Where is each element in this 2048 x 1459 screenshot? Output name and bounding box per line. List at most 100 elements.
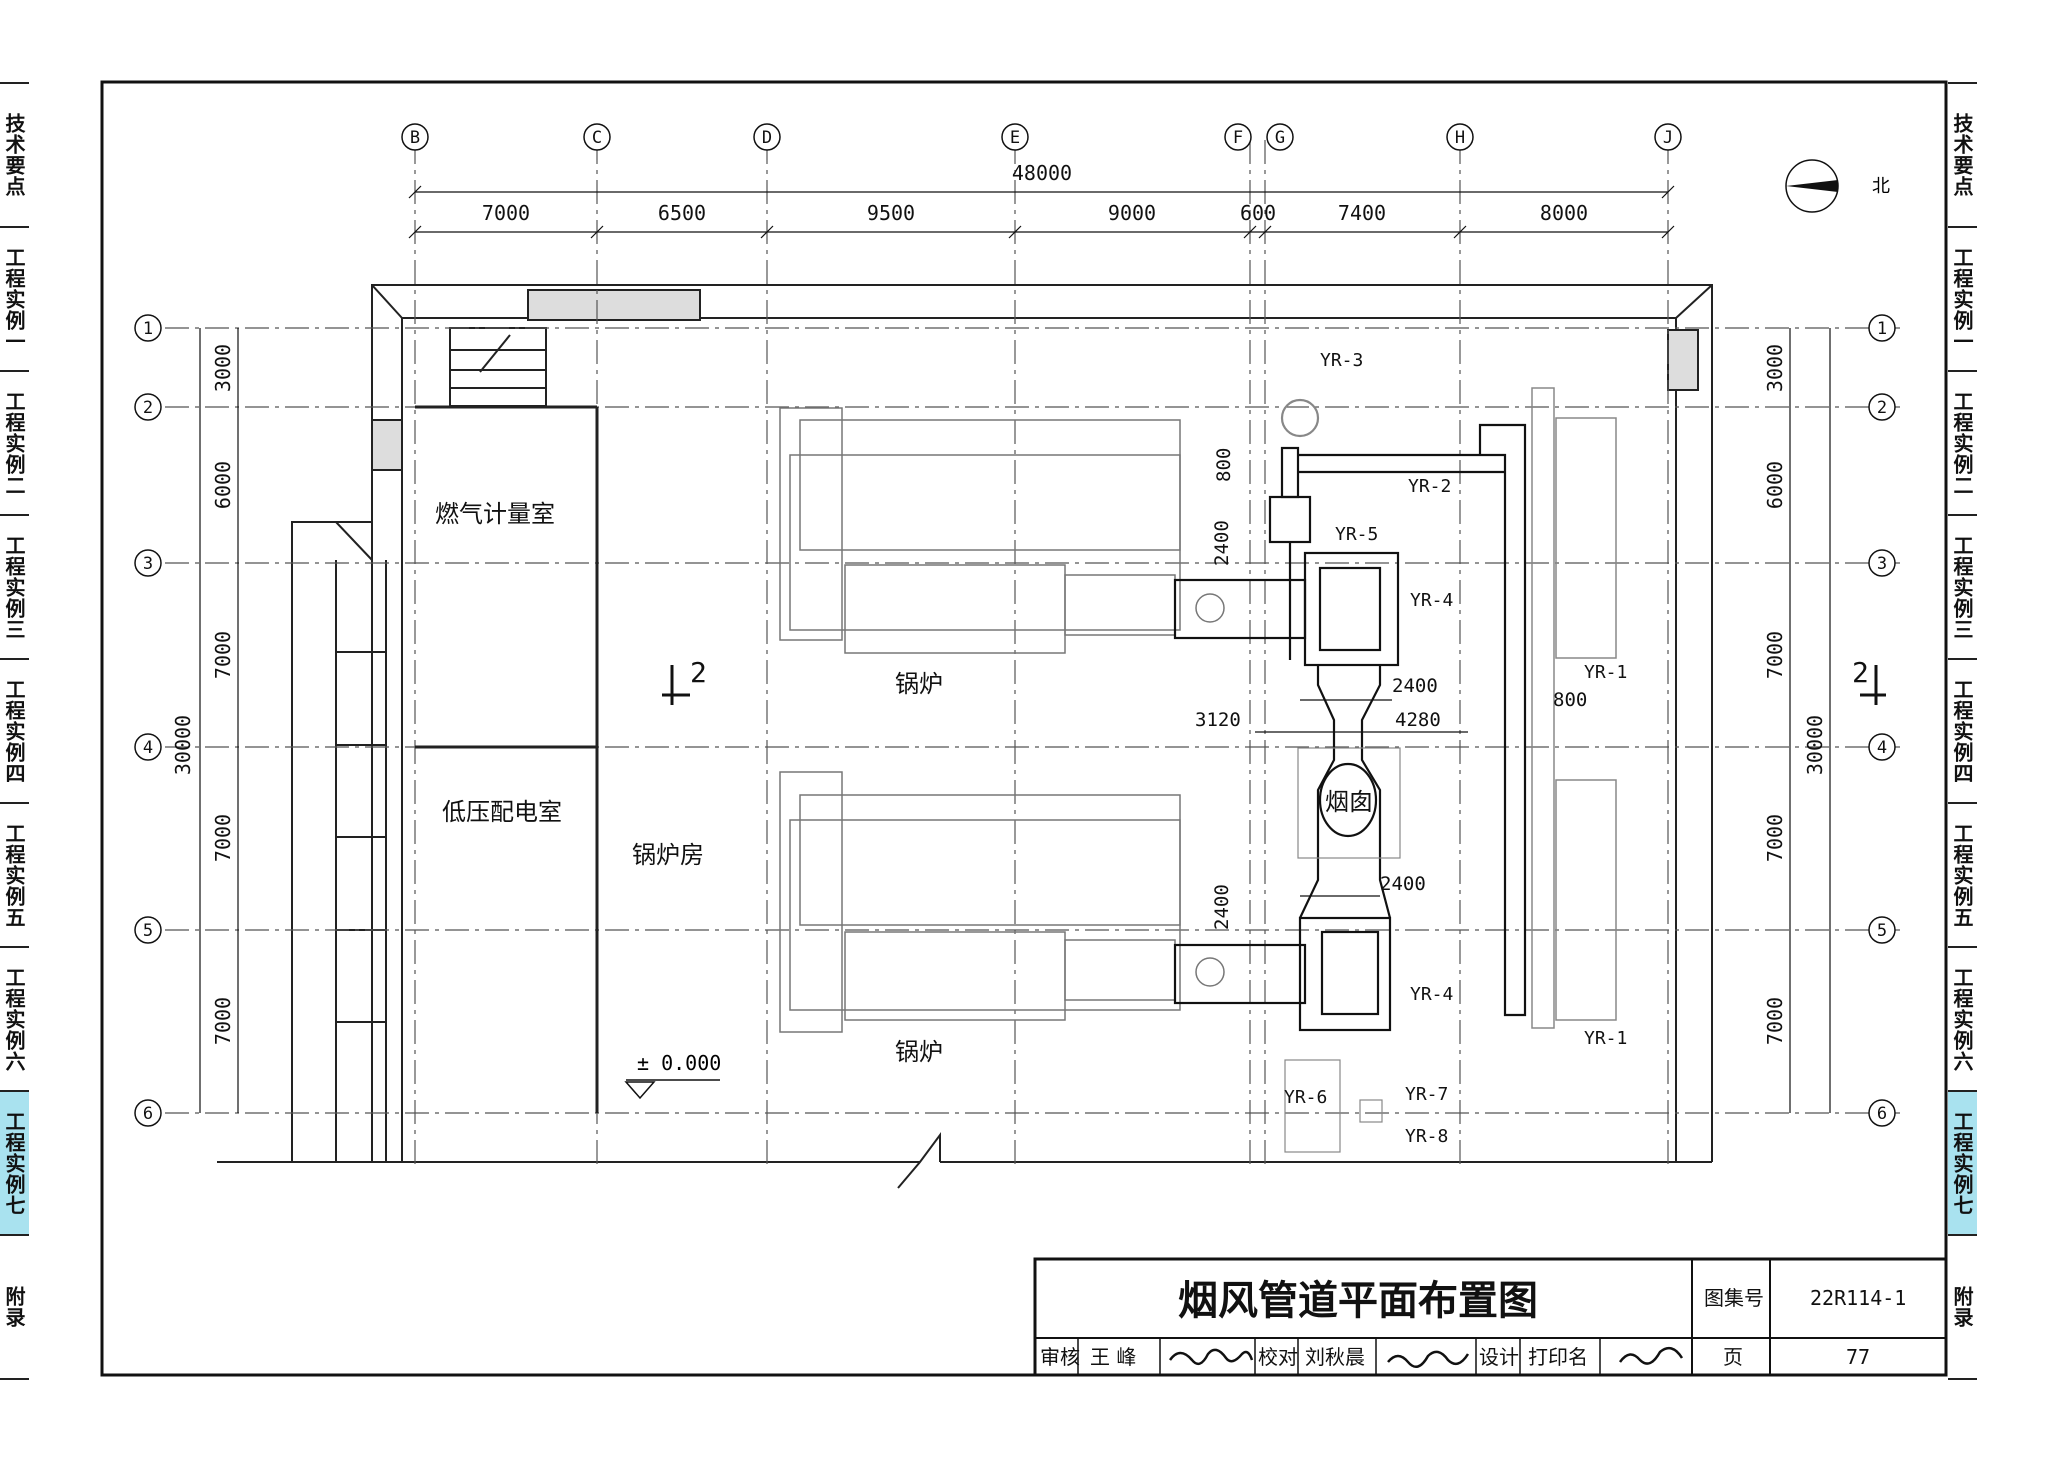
chimney-label: 烟囱 xyxy=(1325,788,1373,816)
axis-label-col: E xyxy=(1010,128,1020,148)
drawing-frame xyxy=(100,80,1948,1377)
dimension-text: 6500 xyxy=(658,201,706,225)
tab-example-3[interactable]: 工程实例三 xyxy=(0,514,29,658)
dim-2400-lower: 2400 xyxy=(1211,884,1233,930)
dimension-text: 8000 xyxy=(1540,201,1588,225)
atlas-number: 22R114-1 xyxy=(1810,1286,1906,1310)
dimension-text: 7000 xyxy=(211,631,235,679)
room-label-lv-distribution: 低压配电室 xyxy=(442,798,562,826)
axis-label-row: 2 xyxy=(143,398,153,418)
checker-name: 刘秋晨 xyxy=(1305,1345,1365,1369)
section-mark-right: 2 xyxy=(1852,656,1869,689)
section-cut-marks xyxy=(662,665,1886,705)
tag-yr8: YR-8 xyxy=(1405,1126,1448,1147)
axis-label-row: 6 xyxy=(1877,1104,1887,1124)
tab-example-4[interactable]: 工程实例四 xyxy=(0,658,29,802)
drawing-title: 烟风管道平面布置图 xyxy=(1178,1278,1538,1324)
tab-example-7[interactable]: 工程实例七 xyxy=(1948,1090,1977,1234)
boiler-lower xyxy=(779,771,1225,1033)
dimension-text: 9500 xyxy=(867,201,915,225)
axis-label-row: 3 xyxy=(143,554,153,574)
top-dimension-lines xyxy=(408,185,1675,239)
column-axis-markers xyxy=(401,123,1682,151)
tab-appendix[interactable]: 附录 xyxy=(1948,1234,1977,1380)
tab-example-2[interactable]: 工程实例二 xyxy=(1948,370,1977,514)
dimension-text: 3000 xyxy=(211,344,235,392)
dimension-text: 7000 xyxy=(1763,814,1787,862)
tab-example-3[interactable]: 工程实例三 xyxy=(1948,514,1977,658)
dimension-total-width: 48000 xyxy=(1012,161,1072,185)
tab-example-5[interactable]: 工程实例五 xyxy=(1948,802,1977,946)
dimension-total-depth: 30000 xyxy=(1803,715,1827,775)
tab-example-7[interactable]: 工程实例七 xyxy=(0,1090,29,1234)
tab-technical-points[interactable]: 技术要点 xyxy=(1948,82,1977,226)
tab-example-4[interactable]: 工程实例四 xyxy=(1948,658,1977,802)
atlas-label: 图集号 xyxy=(1704,1286,1764,1310)
title-block xyxy=(1033,1257,1948,1377)
tab-example-2[interactable]: 工程实例二 xyxy=(0,370,29,514)
tag-yr7: YR-7 xyxy=(1405,1084,1448,1105)
room-label-boiler-room: 锅炉房 xyxy=(632,841,704,869)
right-index-tabs: 技术要点 工程实例一 工程实例二 工程实例三 工程实例四 工程实例五 工程实例六… xyxy=(1948,82,2048,1380)
tag-yr4-lower: YR-4 xyxy=(1410,984,1453,1005)
axis-label-col: B xyxy=(410,128,420,148)
signatures xyxy=(1168,1346,1684,1369)
tag-yr6: YR-6 xyxy=(1284,1087,1327,1108)
tab-example-1[interactable]: 工程实例一 xyxy=(0,226,29,370)
axis-label-row: 5 xyxy=(1877,921,1887,941)
tab-example-6[interactable]: 工程实例六 xyxy=(0,946,29,1090)
dim-2400-upper: 2400 xyxy=(1211,520,1233,566)
north-label: 北 xyxy=(1872,176,1890,197)
dimension-text: 600 xyxy=(1240,201,1276,225)
page-number: 77 xyxy=(1846,1345,1870,1369)
dimension-text: 7000 xyxy=(482,201,530,225)
dimension-text: 7000 xyxy=(1763,997,1787,1045)
dim-800-duct: 800 xyxy=(1553,689,1587,711)
dimension-text: 7000 xyxy=(1763,631,1787,679)
tag-yr1-lower: YR-1 xyxy=(1584,1028,1627,1049)
page-label: 页 xyxy=(1723,1345,1743,1369)
dimension-text: 3000 xyxy=(1763,344,1787,392)
dimension-total-depth: 30000 xyxy=(171,715,195,775)
section-mark-left: 2 xyxy=(690,656,707,689)
building-outline xyxy=(217,284,1713,1189)
dim-3120: 3120 xyxy=(1195,709,1241,731)
axis-label-row: 4 xyxy=(143,738,153,758)
tag-yr3: YR-3 xyxy=(1320,350,1363,371)
dimension-leaders xyxy=(1255,699,1468,897)
row-axis-markers xyxy=(134,314,1896,1127)
dimension-text: 7400 xyxy=(1338,201,1386,225)
axis-label-col: C xyxy=(592,128,602,148)
axis-label-row: 6 xyxy=(143,1104,153,1124)
dim-2400-chimney-upper: 2400 xyxy=(1392,675,1438,697)
dimension-text: 7000 xyxy=(211,814,235,862)
reviewer-name: 王 峰 xyxy=(1090,1345,1136,1369)
axis-label-row: 4 xyxy=(1877,738,1887,758)
boiler-label-upper: 锅炉 xyxy=(895,670,943,698)
dim-2400-chimney-lower: 2400 xyxy=(1380,873,1426,895)
tab-example-6[interactable]: 工程实例六 xyxy=(1948,946,1977,1090)
tab-appendix[interactable]: 附录 xyxy=(0,1234,29,1380)
dimension-text: 6000 xyxy=(211,461,235,509)
axis-label-col: G xyxy=(1275,128,1285,148)
designer-name: 打印名 xyxy=(1528,1345,1588,1369)
dimension-text: 7000 xyxy=(211,997,235,1045)
dim-800-vertical: 800 xyxy=(1213,448,1235,482)
tab-example-5[interactable]: 工程实例五 xyxy=(0,802,29,946)
partition-walls xyxy=(415,405,599,1113)
review-label: 审核 xyxy=(1040,1345,1080,1369)
north-arrow-icon xyxy=(1785,159,1839,213)
axis-label-col: J xyxy=(1663,128,1673,148)
axis-label-row: 1 xyxy=(1877,319,1887,339)
aux-equipment xyxy=(1284,1059,1383,1153)
axis-label-row: 3 xyxy=(1877,554,1887,574)
tab-example-1[interactable]: 工程实例一 xyxy=(1948,226,1977,370)
elevation-triangle-icon xyxy=(624,1081,656,1100)
axis-label-col: F xyxy=(1233,128,1243,148)
tab-technical-points[interactable]: 技术要点 xyxy=(0,82,29,226)
design-label: 设计 xyxy=(1479,1345,1519,1369)
axis-grid xyxy=(165,140,1900,1165)
room-label-gas-metering: 燃气计量室 xyxy=(435,500,555,528)
boiler-upper xyxy=(779,407,1225,654)
